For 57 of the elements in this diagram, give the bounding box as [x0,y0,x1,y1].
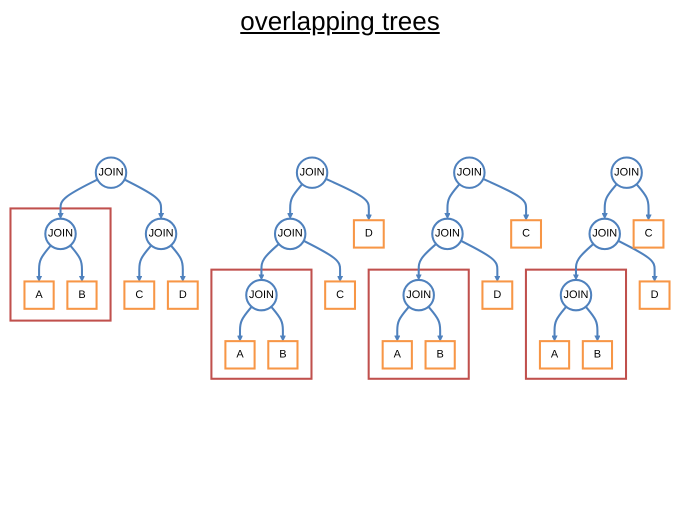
node-circle: JOIN [245,279,278,312]
arrow [572,244,594,281]
node-box: B [66,280,98,310]
arrow [124,179,164,220]
node-circle: JOIN [588,218,621,251]
node-circle: JOIN [431,218,464,251]
arrow [287,184,303,220]
arrow [584,306,600,342]
arrow [636,184,652,221]
node-box: D [638,280,671,310]
node-box: A [23,280,55,310]
node-box: D [352,220,385,249]
node-box: A [224,340,256,370]
node-box: C [632,220,664,249]
arrow [552,306,567,342]
arrow [36,245,52,282]
cluster [210,269,312,380]
node-box: C [510,220,542,249]
arrow [428,306,444,342]
arrow [416,244,437,281]
node-box: B [267,340,299,370]
node-circle: JOIN [94,156,128,190]
arrow [70,245,85,282]
arrow [303,240,344,282]
node-circle: JOIN [44,218,77,251]
node-circle: JOIN [274,218,306,251]
arrow [136,245,152,282]
node-circle: JOIN [610,156,643,190]
node-circle: JOIN [296,156,328,190]
node-circle: JOIN [402,279,435,312]
arrow [482,178,530,221]
arrow [58,179,98,220]
node-box: C [324,280,356,310]
cluster [368,269,470,380]
arrow [460,240,500,282]
arrow [170,245,186,282]
arrow [618,240,658,282]
node-box: A [538,340,570,370]
arrow [326,178,372,221]
node-box: A [382,340,413,370]
diagram-title: overlapping trees [239,6,441,37]
arrow [444,184,460,220]
node-box: C [123,280,156,310]
node-box: B [582,340,614,370]
arrow [258,244,280,281]
node-circle: JOIN [144,218,178,251]
cluster [524,269,628,380]
arrow [270,306,286,342]
node-circle: JOIN [560,279,592,312]
node-box: D [481,280,514,310]
arrow [394,306,410,342]
cluster [9,208,112,322]
node-box: D [166,280,199,310]
arrow [602,184,618,220]
arrow [236,306,252,342]
node-circle: JOIN [453,156,486,190]
node-box: B [424,340,456,370]
